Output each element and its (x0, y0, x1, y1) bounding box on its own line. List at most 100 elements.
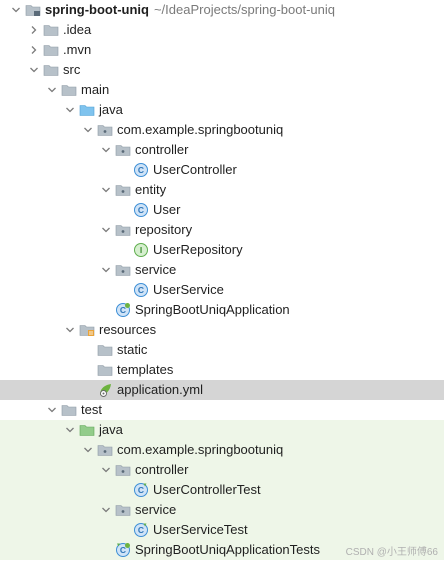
svg-text:C: C (138, 485, 144, 495)
tree-node-label: controller (135, 142, 189, 157)
tree-node-label: main (81, 82, 110, 97)
chevron-down-icon[interactable] (10, 0, 22, 20)
tree-node-resources[interactable]: resources (0, 320, 444, 340)
tree-node-label: User (153, 202, 181, 217)
tree-node-src[interactable]: src (0, 60, 444, 80)
svg-text:C: C (120, 305, 126, 315)
tree-node-label: application.yml (117, 382, 203, 397)
tree-node-java[interactable]: java (0, 100, 444, 120)
test-class-icon: C (133, 522, 149, 538)
class-icon: C (133, 162, 149, 178)
tree-node-label: service (135, 262, 177, 277)
folder-icon (97, 362, 113, 378)
chevron-down-icon[interactable] (100, 260, 112, 280)
tree-node-service[interactable]: service (0, 260, 444, 280)
chevron-down-icon[interactable] (64, 100, 76, 120)
tree-node-main[interactable]: main (0, 80, 444, 100)
chevron-down-icon[interactable] (64, 320, 76, 340)
chevron-down-icon[interactable] (82, 440, 94, 460)
class-icon: C (133, 282, 149, 298)
tree-node-label: java (99, 422, 123, 437)
tree-node-mvn[interactable]: .mvn (0, 40, 444, 60)
source-root-folder-icon (79, 102, 95, 118)
tree-node-user[interactable]: C User (0, 200, 444, 220)
tree-node-userservice[interactable]: C UserService (0, 280, 444, 300)
tree-node-label: static (117, 342, 148, 357)
chevron-down-icon[interactable] (100, 220, 112, 240)
tree-node-label: UserService (153, 282, 224, 297)
project-path-hint: ~/IdeaProjects/spring-boot-uniq (153, 2, 335, 17)
package-icon (97, 122, 113, 138)
tree-node-spring-boot-uniq[interactable]: spring-boot-uniq ~/IdeaProjects/spring-bo… (0, 0, 444, 20)
chevron-down-icon[interactable] (100, 180, 112, 200)
folder-icon (97, 342, 113, 358)
tree-node-label: UserControllerTest (153, 482, 261, 497)
spring-boot-test-class-icon: C (115, 542, 131, 558)
package-icon (115, 222, 131, 238)
tree-node-com-example-springbootuniq[interactable]: com.example.springbootuniq (0, 120, 444, 140)
tree-node-label: com.example.springbootuniq (117, 442, 284, 457)
tree-node-label: SpringBootUniqApplication (135, 302, 290, 317)
tree-node-label: spring-boot-uniq (45, 2, 149, 17)
spring-boot-class-icon: C (115, 302, 131, 318)
tree-node-templates[interactable]: templates (0, 360, 444, 380)
chevron-down-icon[interactable] (64, 420, 76, 440)
tree-node-label: UserServiceTest (153, 522, 248, 537)
folder-icon (43, 22, 59, 38)
tree-node-label: java (99, 102, 123, 117)
test-class-icon: C (133, 482, 149, 498)
chevron-down-icon[interactable] (46, 400, 58, 420)
svg-text:C: C (138, 165, 144, 175)
tree-node-java[interactable]: java (0, 420, 444, 440)
tree-node-entity[interactable]: entity (0, 180, 444, 200)
tree-node-service[interactable]: service (0, 500, 444, 520)
interface-icon: I (133, 242, 149, 258)
module-folder-icon (25, 2, 41, 18)
tree-node-com-example-springbootuniq[interactable]: com.example.springbootuniq (0, 440, 444, 460)
chevron-down-icon[interactable] (100, 500, 112, 520)
tree-node-springbootuniqapplication[interactable]: C SpringBootUniqApplication (0, 300, 444, 320)
tree-node-label: SpringBootUniqApplicationTests (135, 542, 320, 557)
tree-node-idea[interactable]: .idea (0, 20, 444, 40)
svg-text:C: C (138, 205, 144, 215)
chevron-down-icon[interactable] (28, 60, 40, 80)
tree-node-label: service (135, 502, 177, 517)
package-icon (115, 462, 131, 478)
tree-node-label: controller (135, 462, 189, 477)
chevron-down-icon[interactable] (82, 120, 94, 140)
tree-node-usercontrollertest[interactable]: C UserControllerTest (0, 480, 444, 500)
folder-icon (61, 82, 77, 98)
tree-node-label: UserController (153, 162, 237, 177)
tree-node-repository[interactable]: repository (0, 220, 444, 240)
tree-node-label: com.example.springbootuniq (117, 122, 284, 137)
folder-icon (43, 62, 59, 78)
package-icon (115, 262, 131, 278)
chevron-down-icon[interactable] (100, 140, 112, 160)
tree-node-userrepository[interactable]: I UserRepository (0, 240, 444, 260)
folder-icon (61, 402, 77, 418)
watermark: CSDN @小王师傅66 (345, 547, 438, 558)
chevron-right-icon[interactable] (28, 40, 40, 60)
tree-node-userservicetest[interactable]: C UserServiceTest (0, 520, 444, 540)
package-icon (115, 182, 131, 198)
resources-root-folder-icon (79, 322, 95, 338)
tree-node-test[interactable]: test (0, 400, 444, 420)
package-icon (115, 502, 131, 518)
chevron-right-icon[interactable] (28, 20, 40, 40)
tree-node-controller[interactable]: controller (0, 460, 444, 480)
svg-text:C: C (138, 285, 144, 295)
tree-node-application-yml[interactable]: application.yml (0, 380, 444, 400)
tree-node-controller[interactable]: controller (0, 140, 444, 160)
chevron-down-icon[interactable] (100, 460, 112, 480)
tree-node-usercontroller[interactable]: C UserController (0, 160, 444, 180)
chevron-down-icon[interactable] (46, 80, 58, 100)
tree-node-label: UserRepository (153, 242, 243, 257)
spring-config-file-icon (97, 382, 113, 398)
tree-node-static[interactable]: static (0, 340, 444, 360)
tree-node-label: resources (99, 322, 157, 337)
tree-node-label: repository (135, 222, 193, 237)
tree-node-springbootuniqapplicationtests[interactable]: C SpringBootUniqApplicationTests (0, 540, 444, 560)
test-root-folder-icon (79, 422, 95, 438)
tree-node-label: .mvn (63, 42, 92, 57)
